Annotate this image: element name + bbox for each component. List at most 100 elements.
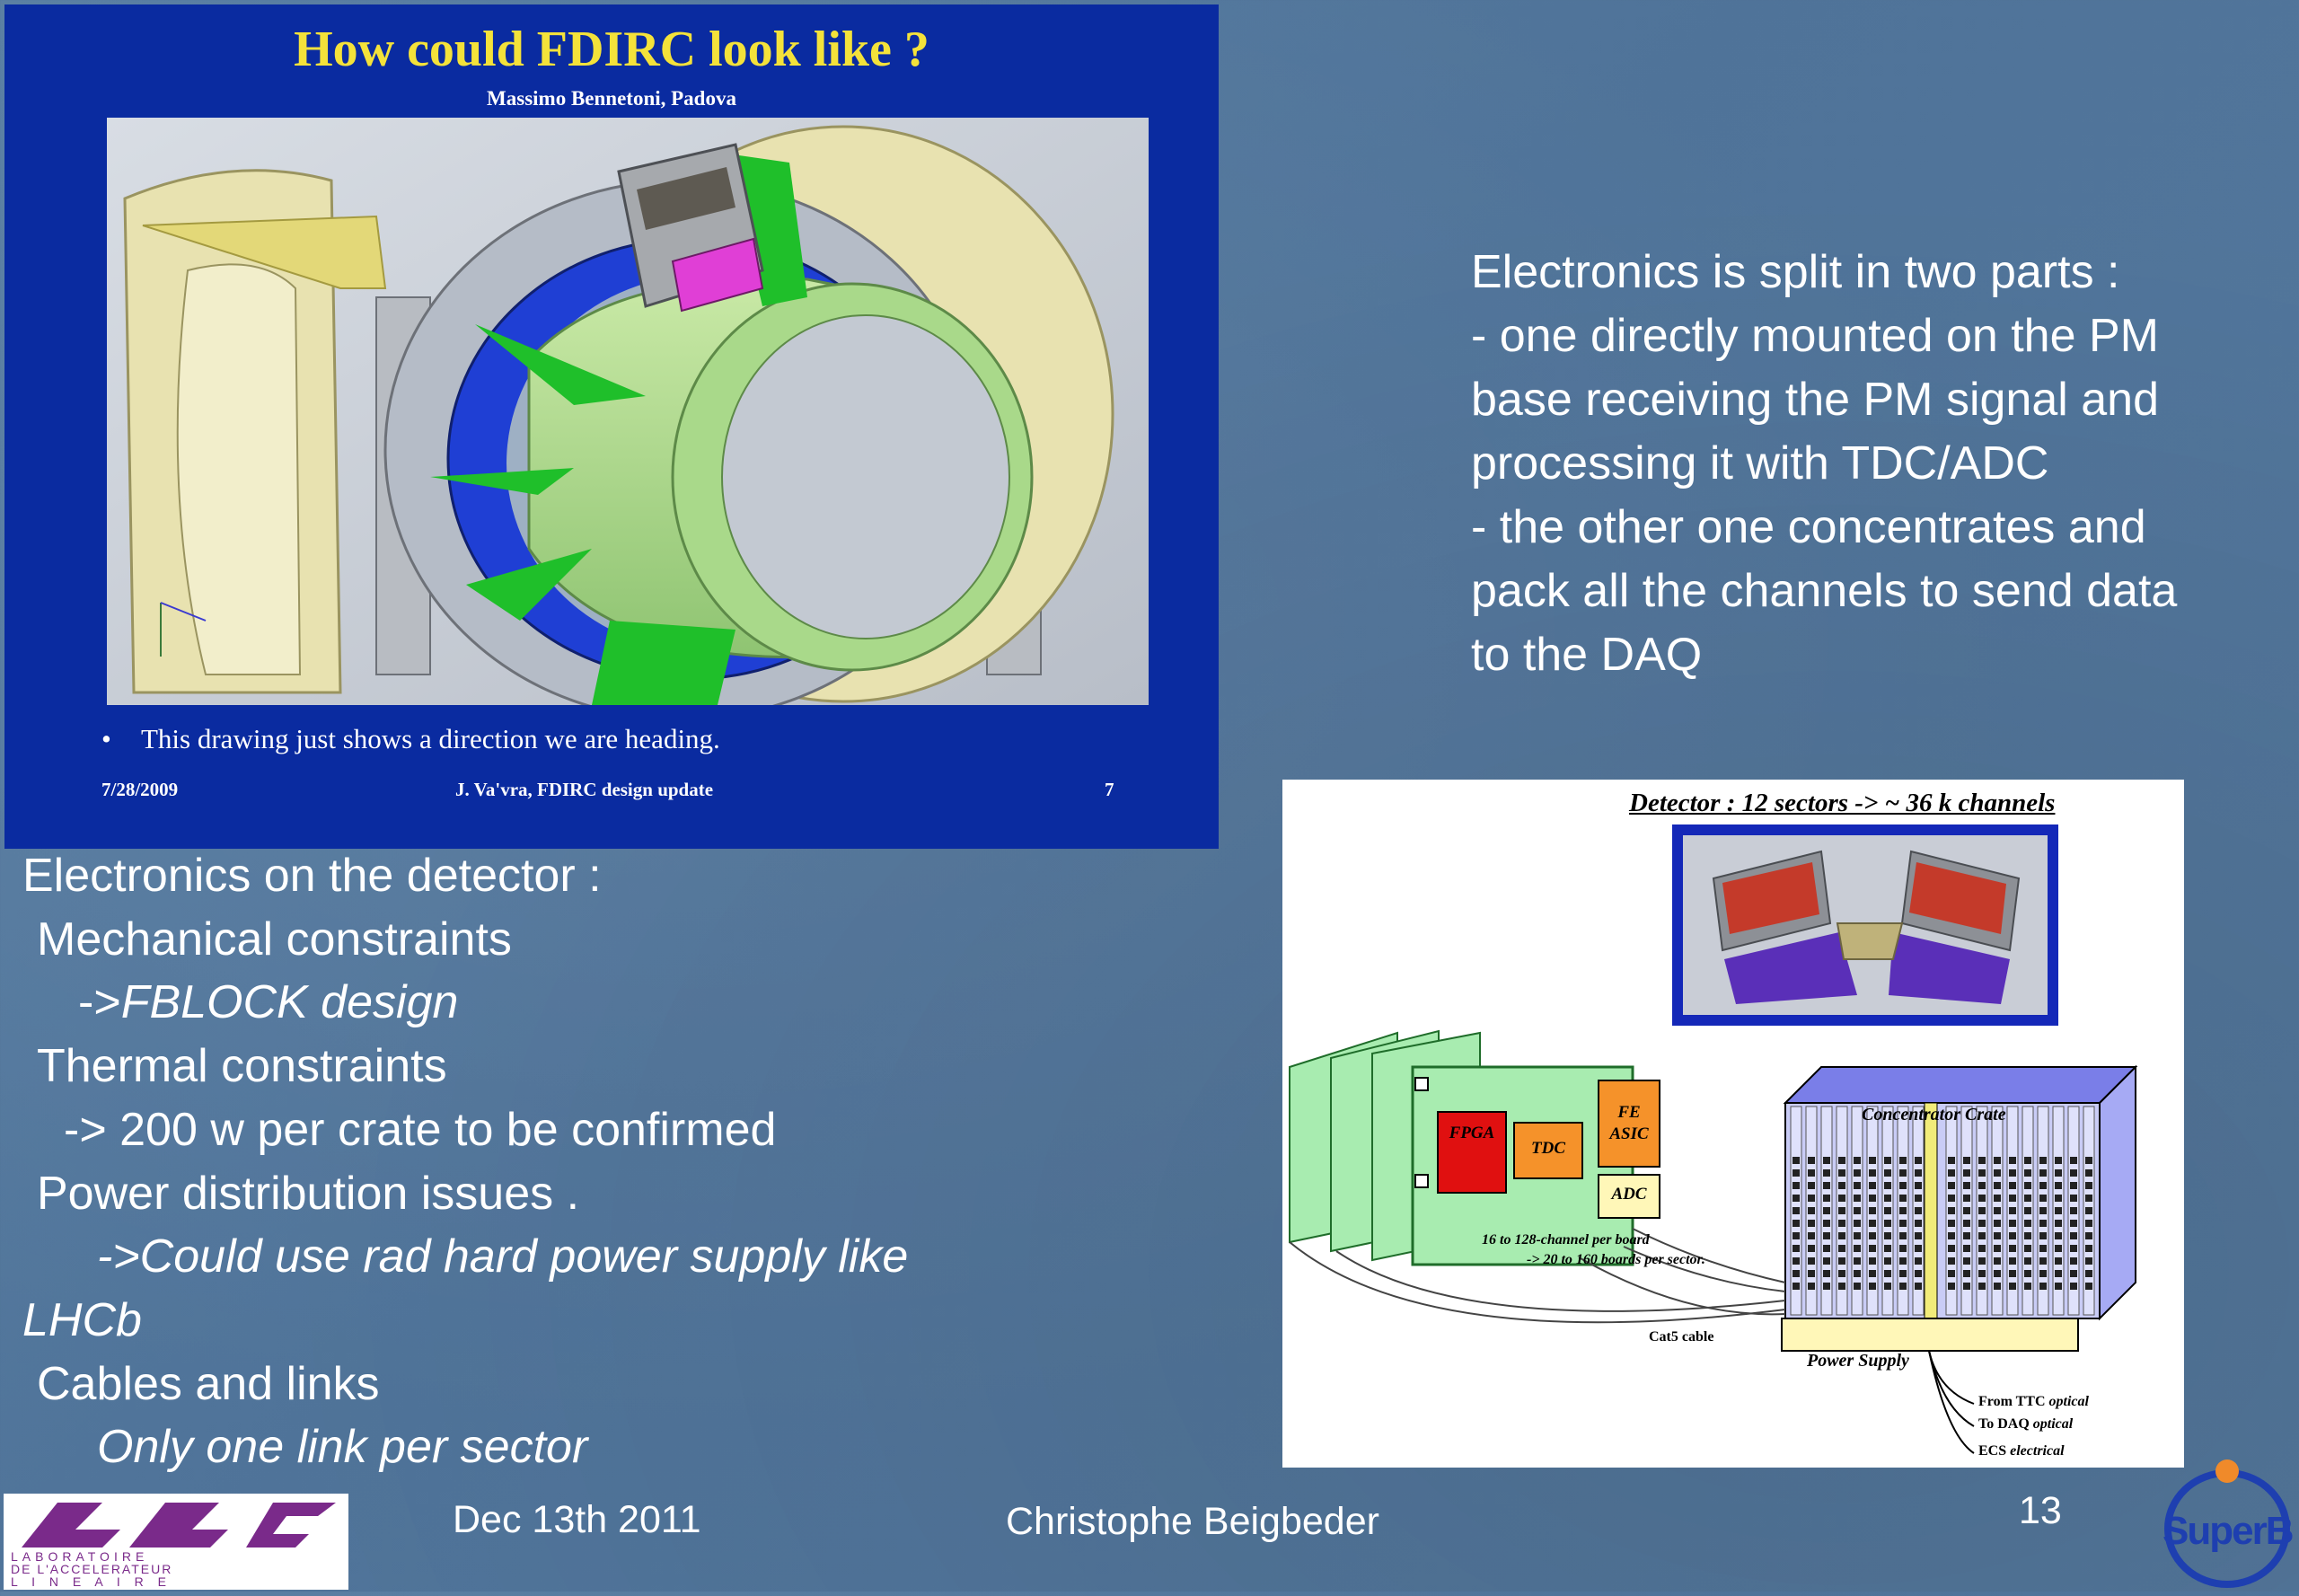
crate-connector <box>1823 1182 1830 1189</box>
mechanical-constraints: Mechanical constraints <box>37 913 512 966</box>
crate-connector <box>1793 1220 1800 1227</box>
crate-connector <box>2070 1195 2077 1202</box>
crate-connector <box>1963 1195 1970 1202</box>
crate-connector <box>2085 1182 2092 1189</box>
to-daq-type: optical <box>2032 1416 2074 1432</box>
crate-connector <box>2009 1220 2016 1227</box>
crate-connector <box>2055 1283 2062 1290</box>
crate-connector <box>1978 1232 1986 1239</box>
crate-connector <box>1948 1182 1955 1189</box>
crate-connector <box>1884 1220 1891 1227</box>
crate-connector <box>2039 1245 2047 1252</box>
crate-connector <box>1884 1157 1891 1164</box>
crate-connector <box>1869 1182 1876 1189</box>
crate-connector <box>2085 1220 2092 1227</box>
crate-connector <box>1854 1157 1861 1164</box>
text-line: base receiving the PM signal and <box>1471 374 2160 426</box>
bullet-dot-icon: • <box>101 723 111 754</box>
crate-connector <box>1948 1207 1955 1214</box>
crate-connector <box>2055 1207 2062 1214</box>
crate-connector <box>2085 1207 2092 1214</box>
crate-connector <box>1854 1182 1861 1189</box>
embedded-slide: How could FDIRC look like ? Massimo Benn… <box>4 4 1219 849</box>
crate-connector <box>1823 1195 1830 1202</box>
crate-connector <box>1838 1232 1845 1239</box>
crate-connector <box>2070 1232 2077 1239</box>
crate-connector <box>1823 1270 1830 1277</box>
crate-connector <box>1948 1232 1955 1239</box>
crate-connector <box>1838 1283 1845 1290</box>
crate-connector <box>1899 1283 1907 1290</box>
crate-connector <box>1793 1245 1800 1252</box>
slide-number: 13 <box>2019 1489 2062 1532</box>
crate-connector <box>1854 1257 1861 1265</box>
crate-connector <box>1963 1257 1970 1265</box>
crate-connector <box>1978 1283 1986 1290</box>
crate-connector <box>1915 1182 1922 1189</box>
crate-connector <box>1793 1195 1800 1202</box>
electronics-on-detector-text: Electronics on the detector : Mechanical… <box>22 844 1100 1479</box>
crate-connector <box>2070 1157 2077 1164</box>
crate-connector <box>2039 1270 2047 1277</box>
lal-logo-line1: LABORATOIRE <box>11 1549 149 1564</box>
text-line: processing it with TDC/ADC <box>1471 437 2049 489</box>
crate-connector <box>1793 1257 1800 1265</box>
from-ttc-label: From TTC optical <box>1978 1394 2089 1410</box>
crate-connector <box>1978 1195 1986 1202</box>
tdc-label: TDC <box>1531 1139 1565 1158</box>
lal-logo-line2: DE L'ACCELERATEUR <box>11 1562 173 1576</box>
crate-connector <box>1963 1207 1970 1214</box>
crate-connector <box>2024 1220 2031 1227</box>
thermal-note: -> 200 w per crate to be confirmed <box>64 1103 777 1156</box>
fblock-design-text: FBLOCK design <box>120 976 459 1029</box>
crate-connector <box>1838 1220 1845 1227</box>
to-daq-text: To DAQ <box>1978 1416 2030 1432</box>
crate-connector <box>1838 1257 1845 1265</box>
crate-connector <box>1948 1283 1955 1290</box>
crate-connector <box>1823 1283 1830 1290</box>
crate-connector <box>1793 1270 1800 1277</box>
superb-logo-mark <box>2164 1459 2290 1588</box>
crate-connector <box>1869 1220 1876 1227</box>
crate-slots <box>1790 1106 2095 1316</box>
crate-connector <box>2055 1257 2062 1265</box>
crate-connector <box>1963 1182 1970 1189</box>
crate-connector <box>1915 1257 1922 1265</box>
crate-connector <box>1884 1245 1891 1252</box>
crate-connector <box>1915 1220 1922 1227</box>
crate-connector <box>1869 1157 1876 1164</box>
lal-logo-mark <box>22 1503 336 1548</box>
crate-connector <box>1963 1157 1970 1164</box>
crate-connector <box>1838 1169 1845 1177</box>
crate-connector <box>1994 1182 2001 1189</box>
crate-connector <box>2070 1169 2077 1177</box>
crate-connector <box>2070 1220 2077 1227</box>
crate-connector <box>1994 1245 2001 1252</box>
crate-connector <box>1994 1232 2001 1239</box>
fpga-label: FPGA <box>1449 1124 1495 1142</box>
crate-connector <box>1899 1182 1907 1189</box>
crate-connector <box>1838 1182 1845 1189</box>
crate-connector <box>2039 1257 2047 1265</box>
crate-connector <box>2009 1245 2016 1252</box>
embedded-slide-bullet-text: This drawing just shows a direction we a… <box>141 723 720 754</box>
crate-connector <box>1823 1157 1830 1164</box>
crate-connector <box>2024 1182 2031 1189</box>
crate-connector <box>2024 1169 2031 1177</box>
fdirc-cad-drawing <box>107 118 1149 705</box>
crate-connector <box>1808 1207 1815 1214</box>
crate-connector <box>1869 1283 1876 1290</box>
crate-connector <box>1963 1169 1970 1177</box>
lal-logo: LABORATOIRE DE L'ACCELERATEUR L I N E A … <box>4 1494 348 1590</box>
crate-connector <box>1854 1270 1861 1277</box>
crate-connector <box>1899 1257 1907 1265</box>
crate-connector <box>1869 1257 1876 1265</box>
crate-connector <box>2024 1270 2031 1277</box>
crate-connector <box>1899 1245 1907 1252</box>
crate-connector <box>1884 1207 1891 1214</box>
crate-connector <box>1963 1283 1970 1290</box>
text-line: pack all the channels to send data <box>1471 565 2178 617</box>
crate-connector <box>2024 1207 2031 1214</box>
crate-connector <box>2009 1157 2016 1164</box>
crate-connector <box>2039 1207 2047 1214</box>
